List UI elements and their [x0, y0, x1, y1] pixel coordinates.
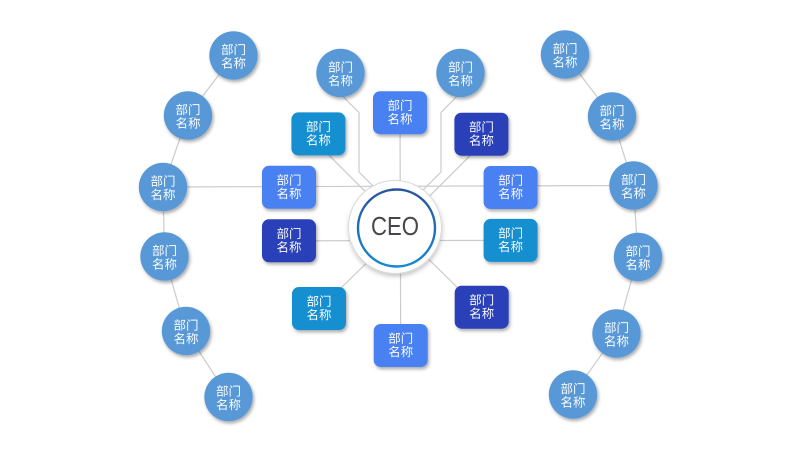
svg-text:CEO: CEO	[371, 213, 419, 241]
